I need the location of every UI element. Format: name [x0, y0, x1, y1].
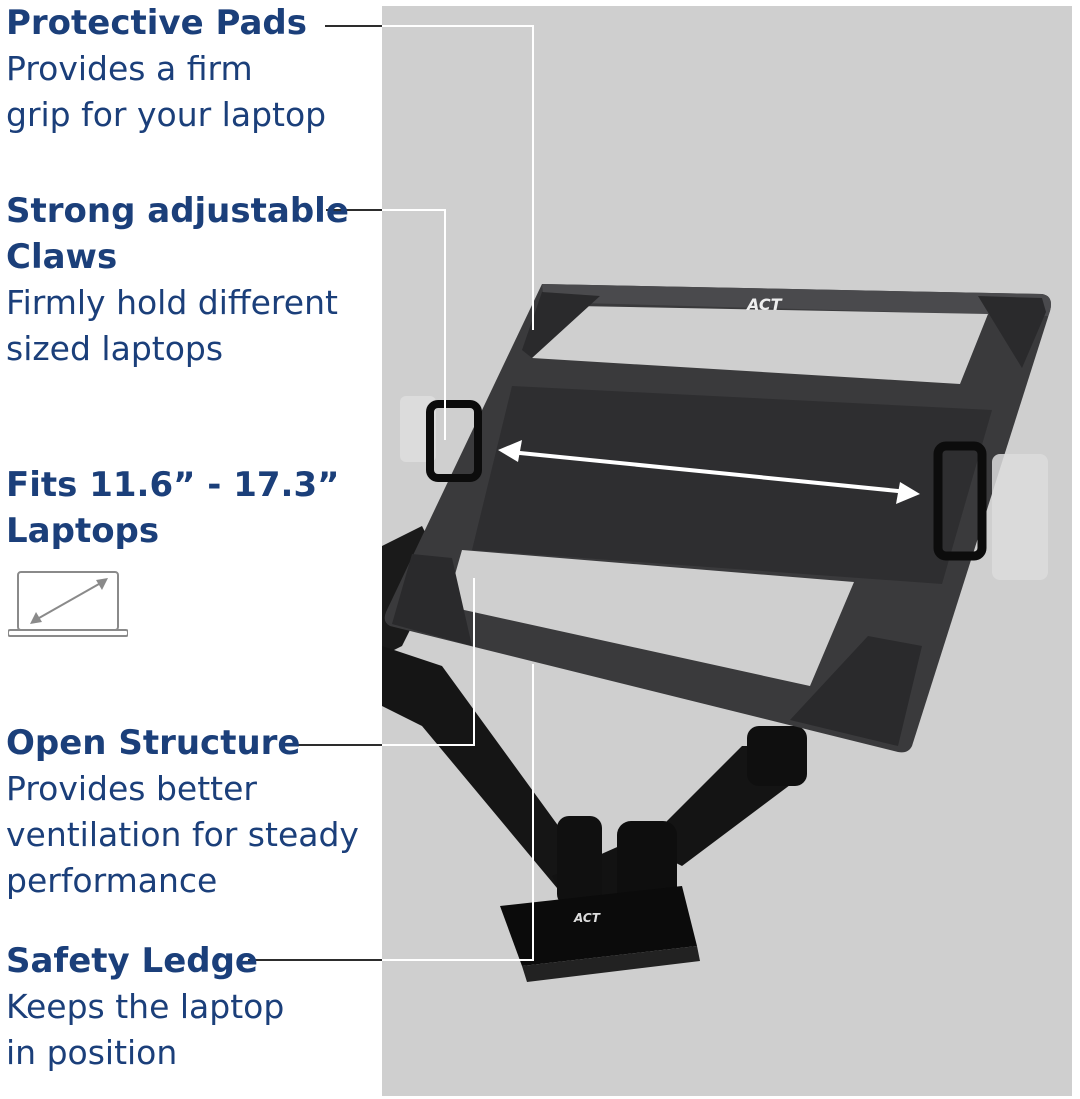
feature-desc-line: Provides a firm	[6, 49, 253, 88]
feature-title: Protective Pads	[6, 3, 308, 43]
feature-desc-line: sized laptops	[6, 329, 224, 368]
feature-title: Open Structure	[6, 723, 301, 763]
feature-laptop-size: Fits 11.6” - 17.3” Laptops	[6, 462, 339, 554]
right-claw	[933, 441, 1048, 580]
diagonal-arrow-icon	[30, 578, 108, 624]
feature-title-line: Laptops	[6, 511, 160, 551]
feature-desc-line: Firmly hold different	[6, 283, 338, 322]
feature-title: Safety Ledge	[6, 941, 258, 981]
corner-pad	[978, 296, 1046, 368]
double-arrow-icon	[498, 440, 920, 504]
feature-desc-line: Keeps the laptop	[6, 987, 285, 1026]
feature-desc-line: Provides better	[6, 769, 257, 808]
feature-adjustable-claws: Strong adjustable Claws Firmly hold diff…	[6, 188, 349, 372]
corner-pad	[522, 292, 600, 358]
desk-clamp-base: ACT	[500, 886, 700, 982]
corner-pad	[790, 636, 922, 746]
feature-desc-line: grip for your laptop	[6, 95, 327, 134]
feature-open-structure: Open Structure Provides better ventilati…	[6, 720, 359, 904]
feature-title-line: Fits 11.6” - 17.3”	[6, 465, 340, 505]
feature-protective-pads: Protective Pads Provides a firm grip for…	[6, 0, 326, 138]
feature-desc-line: ventilation for steady	[6, 815, 359, 854]
base-brand-logo: ACT	[573, 911, 601, 925]
tray-brand-logo: ACT	[745, 295, 783, 314]
ventilation-slot-bottom	[446, 550, 854, 686]
laptop-tray: ACT	[384, 284, 1052, 753]
ventilation-slot-top	[532, 306, 988, 384]
feature-desc-line: in position	[6, 1033, 178, 1072]
feature-desc-line: performance	[6, 861, 218, 900]
feature-safety-ledge: Safety Ledge Keeps the laptop in positio…	[6, 938, 284, 1076]
center-pad	[472, 386, 992, 584]
feature-title-line: Strong adjustable	[6, 191, 349, 231]
feature-title-line: Claws	[6, 237, 118, 277]
laptop-tray-arm-illustration: ACT ACT	[382, 284, 1052, 982]
laptop-icon	[8, 571, 128, 637]
